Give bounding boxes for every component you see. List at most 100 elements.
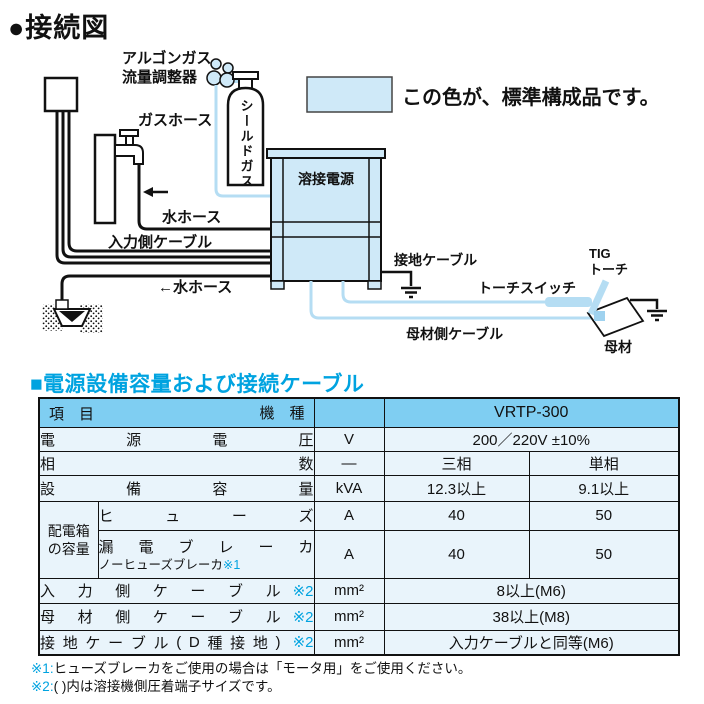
label-tig-2: トーチ xyxy=(589,262,628,277)
header-item-model-cell: 項 目 機 種 xyxy=(38,397,315,428)
row-phase-three: 三相 xyxy=(383,450,530,476)
page-title: ●接続図 xyxy=(8,13,110,43)
torch-cable-line xyxy=(341,281,590,304)
table-row: 配電箱 の容量 ヒューズ A 40 50 xyxy=(38,500,680,579)
header-unit-cell xyxy=(313,397,385,428)
header-item-label: 項 目 xyxy=(49,405,95,423)
footnote-1: ※1:ヒューズブレーカをご使用の場合は「モータ用」をご使用ください。 xyxy=(31,660,471,678)
row-inputcable-label-cell: 入力側ケーブル ※2 xyxy=(38,577,315,604)
footnote-2: ※2:( )内は溶接機側圧着端子サイズです。 xyxy=(31,678,471,696)
row-basecable-label-cell: 母材側ケーブル ※2 xyxy=(38,602,315,631)
torch-switch-body xyxy=(545,297,592,307)
footnote-2-text: ( )内は溶接機側圧着端子サイズです。 xyxy=(53,678,281,694)
label-water-hose-lower: ←水ホース xyxy=(158,278,232,296)
row-basecable-value: 38以上(M8) xyxy=(383,602,680,631)
row-fuse-single: 50 xyxy=(528,500,680,531)
label-gas-hose: ガスホース xyxy=(138,112,212,129)
ground-symbol-base xyxy=(630,298,667,322)
header-model-label: 機 種 xyxy=(259,405,305,422)
row-phase-label-cell: 相数 xyxy=(38,450,315,476)
footnote-2-mark: ※2: xyxy=(31,678,54,694)
row-capacity-single: 9.1以上 xyxy=(528,474,680,502)
label-ground-cable: 接地ケーブル xyxy=(394,252,477,268)
gas-hose-line xyxy=(214,85,271,198)
row-capacity-unit: kVA xyxy=(313,474,385,502)
label-base-metal-side-cable: 母材側ケーブル xyxy=(406,326,503,342)
row-basecable-label: 母材側ケーブル xyxy=(40,609,281,626)
base-metal-cable-line xyxy=(309,281,598,320)
row-basecable-note: ※2 xyxy=(292,608,314,626)
row-groundcable-unit: mm² xyxy=(313,629,385,656)
row-inputcable-unit: mm² xyxy=(313,577,385,604)
row-inputcable-label: 入力側ケーブル xyxy=(40,583,281,600)
row-distbox-label: 配電箱 の容量 xyxy=(38,500,99,579)
row-fuse-label: ヒューズ xyxy=(98,508,314,525)
table-row: 入力側ケーブル ※2 mm² 8以上(M6) xyxy=(38,577,680,604)
welding-power-source: 溶接電源 xyxy=(266,148,386,290)
row-breaker-note: ※1 xyxy=(222,558,241,572)
label-base-metal: 母材 xyxy=(604,339,632,355)
row-capacity-three: 12.3以上 xyxy=(383,474,530,502)
drain-pit xyxy=(42,299,103,333)
water-faucet xyxy=(93,129,144,225)
row-fuse-unit: A xyxy=(313,500,385,531)
row-breaker-single: 50 xyxy=(528,529,680,579)
row-voltage-unit: V xyxy=(313,426,385,452)
distribution-box xyxy=(43,76,79,113)
table-row: 電源電圧 V 200／220V ±10% xyxy=(38,426,680,452)
label-regulator-1: アルゴンガス xyxy=(122,49,212,67)
row-inputcable-note: ※2 xyxy=(292,582,314,600)
row-breaker-three: 40 xyxy=(383,529,530,579)
label-shield-gas: シールドガス xyxy=(239,99,254,189)
label-tig-1: TIG xyxy=(589,246,611,261)
label-welding-power-source: 溶接電源 xyxy=(298,171,354,187)
row-capacity-label-cell: 設備容量 xyxy=(38,474,315,502)
ground-symbol-power xyxy=(381,270,421,299)
tig-torch xyxy=(587,279,610,321)
row-phase-single: 単相 xyxy=(528,450,680,476)
row-inputcable-value: 8以上(M6) xyxy=(383,577,680,604)
row-groundcable-value: 入力ケーブルと同等(M6) xyxy=(383,629,680,656)
header-model-value: VRTP-300 xyxy=(383,397,680,428)
table-row: 設備容量 kVA 12.3以上 9.1以上 xyxy=(38,474,680,502)
label-water-hose-upper: 水ホース xyxy=(162,208,221,226)
row-phase-unit: ― xyxy=(313,450,385,476)
left-arrow-icon xyxy=(143,187,153,197)
row-breaker-unit: A xyxy=(313,529,385,579)
footnote-1-mark: ※1: xyxy=(31,661,54,676)
water-hose-lower-line xyxy=(60,274,271,302)
row-voltage-value: 200／220V ±10% xyxy=(383,426,680,452)
water-hose-upper-line xyxy=(137,164,271,231)
row-voltage-label-cell: 電源電圧 xyxy=(38,426,315,452)
legend-color-swatch xyxy=(306,76,393,113)
row-breaker-label: 漏電ブレーカ xyxy=(98,539,314,556)
legend: この色が、標準構成品です。 xyxy=(306,76,660,113)
row-phase-label: 相数 xyxy=(40,455,314,473)
row-breaker-label2: ノーヒューズブレーカ xyxy=(98,558,223,572)
table-row: 漏電ブレーカ ノーヒューズブレーカ※1 A 40 50 xyxy=(39,529,680,579)
row-fuse-label-cell: ヒューズ xyxy=(97,500,315,531)
input-cables xyxy=(55,111,271,265)
label-regulator-2: 流量調整器 xyxy=(122,68,198,86)
table-header-row: 項 目 機 種 VRTP-300 xyxy=(38,397,680,428)
legend-label: この色が、標準構成品です。 xyxy=(402,85,660,109)
row-fuse-three: 40 xyxy=(383,500,530,531)
spec-table: 項 目 機 種 VRTP-300 電源電圧 V 200／220V ±10% 相数… xyxy=(38,397,680,656)
gas-cylinder: シールドガス xyxy=(226,71,265,189)
footnotes: ※1:ヒューズブレーカをご使用の場合は「モータ用」をご使用ください。 ※2:( … xyxy=(31,660,471,695)
table-row: 相数 ― 三相 単相 xyxy=(38,450,680,476)
row-capacity-label: 設備容量 xyxy=(40,480,314,498)
row-voltage-label: 電源電圧 xyxy=(40,431,314,449)
row-groundcable-note: ※2 xyxy=(292,634,314,652)
row-basecable-unit: mm² xyxy=(313,602,385,631)
footnote-1-text: ヒューズブレーカをご使用の場合は「モータ用」をご使用ください。 xyxy=(53,661,472,676)
connection-diagram: シールドガス 溶接電源 xyxy=(42,49,667,355)
label-torch-switch: トーチスイッチ xyxy=(478,280,576,296)
base-metal-plate xyxy=(586,296,645,338)
row-breaker-label-cell: 漏電ブレーカ ノーヒューズブレーカ※1 xyxy=(97,529,315,579)
label-input-side-cable: 入力側ケーブル xyxy=(108,233,212,251)
